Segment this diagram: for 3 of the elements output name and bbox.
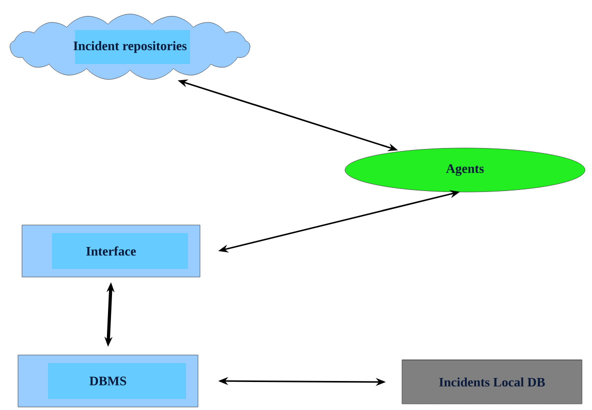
process-box: DBMS <box>18 354 198 408</box>
database-cylinder: Incidents Local DB <box>402 360 582 404</box>
interface-box: Interface <box>22 224 200 278</box>
